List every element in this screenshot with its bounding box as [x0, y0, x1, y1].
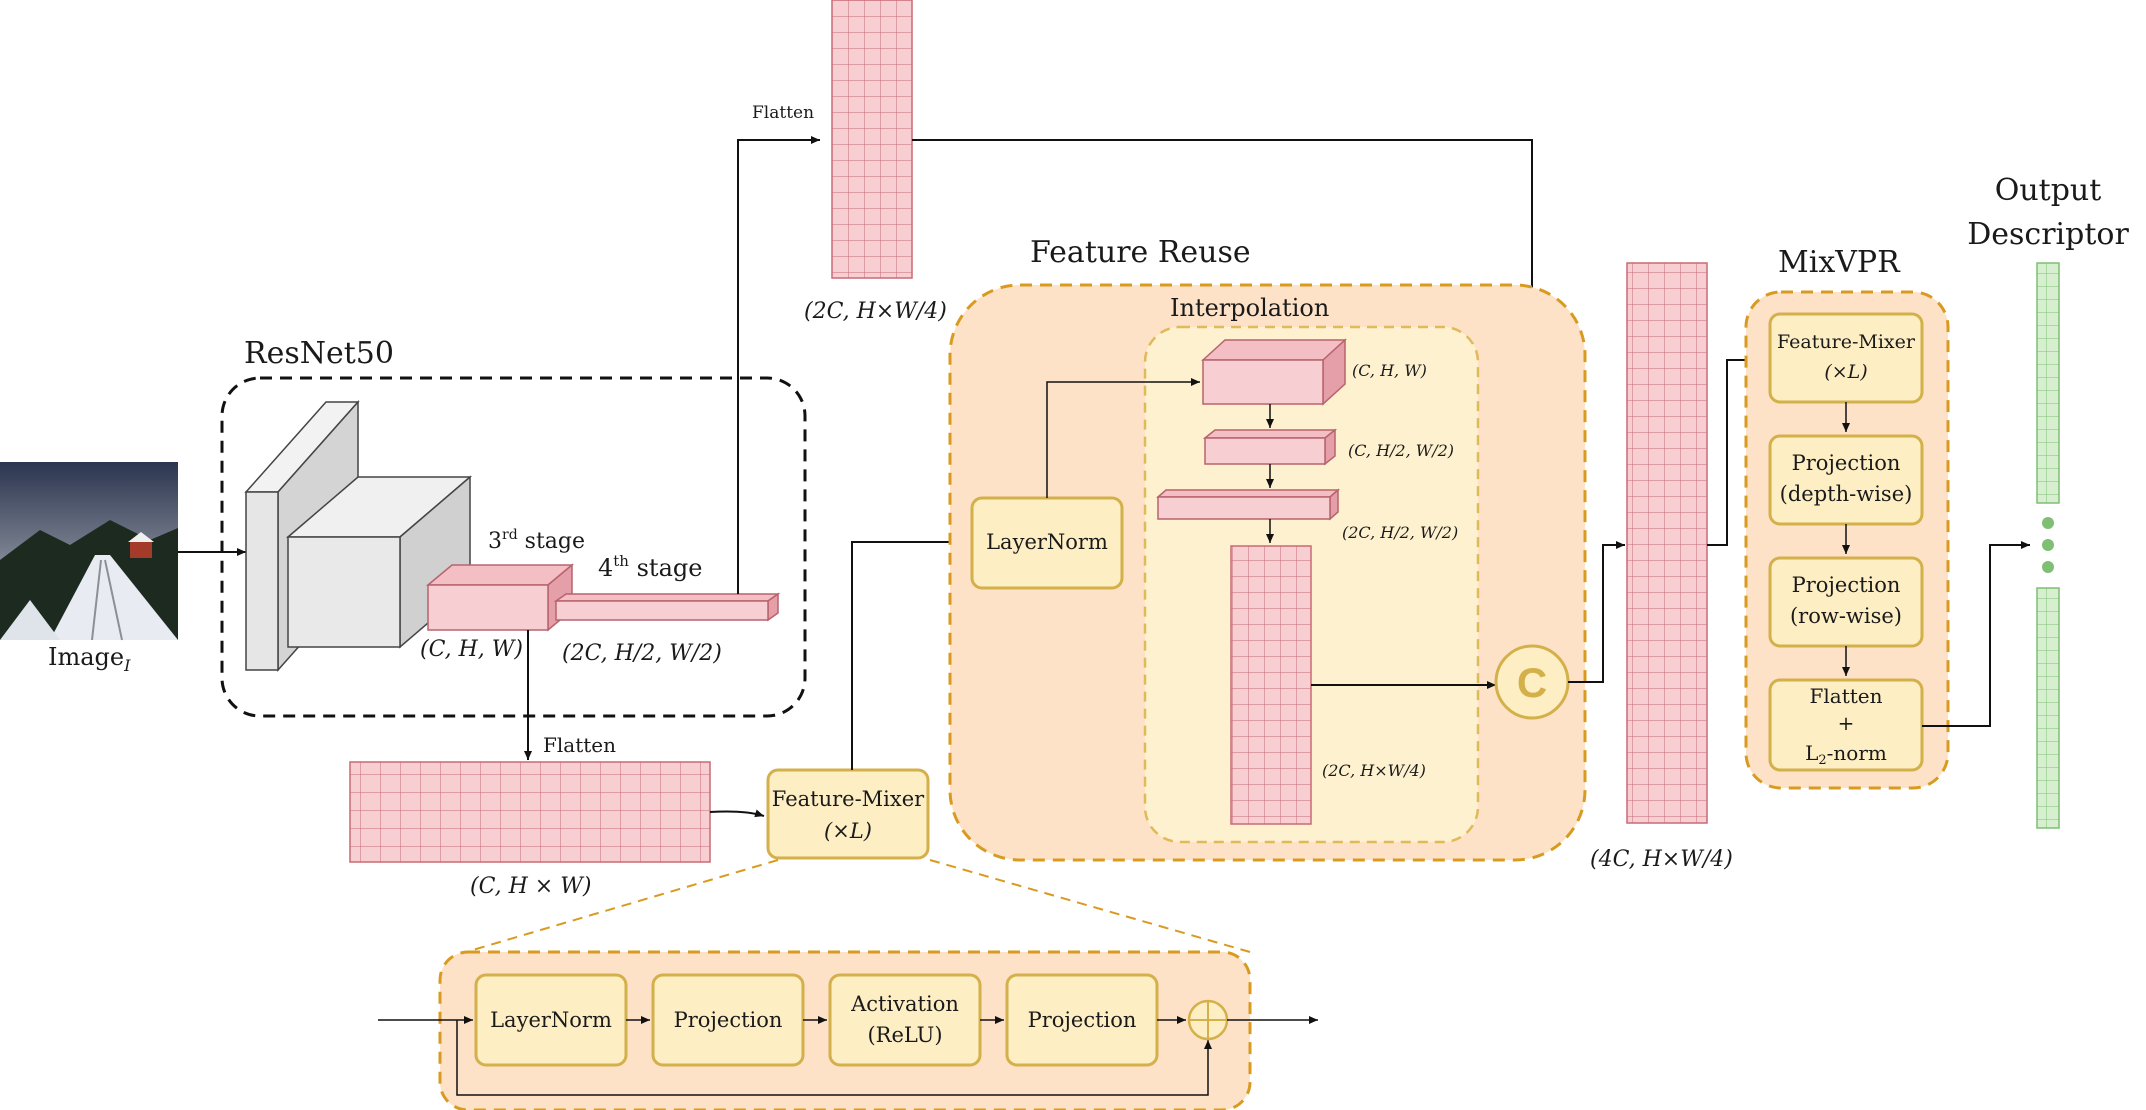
- mixvpr-region: [1744, 290, 1950, 790]
- concat-symbol: C: [1517, 659, 1547, 706]
- mixvpr-projection-rw-sub: (row-wise): [1790, 604, 1902, 628]
- detail-activation-box: Activation (ReLU): [828, 973, 982, 1067]
- feature-mixer-label: Feature-Mixer: [772, 787, 925, 811]
- stage3-block: [425, 563, 575, 632]
- resnet-title: ResNet50: [244, 336, 394, 371]
- mixvpr-feature-mixer-box: Feature-Mixer (×L): [1768, 312, 1924, 404]
- detail-sum-node: [1187, 999, 1229, 1041]
- arrow-detail-skip: [456, 1020, 1212, 1096]
- detail-activation-label: Activation: [850, 992, 959, 1016]
- interp-dim-3: (2C, H/2, W/2): [1342, 523, 1458, 542]
- interp-block-1: [1201, 338, 1347, 406]
- detail-layernorm-box: LayerNorm: [474, 973, 628, 1067]
- stage4-block: [553, 592, 781, 622]
- detail-layernorm-label: LayerNorm: [490, 1008, 612, 1032]
- dim-stage4: (2C, H/2, W/2): [562, 641, 722, 666]
- flatten-top-label: Flatten: [752, 103, 814, 123]
- stage3-label: 3rd stage: [488, 527, 585, 554]
- mixvpr-projection-rw-box: Projection (row-wise): [1768, 556, 1924, 648]
- mixvpr-projection-dw-sub: (depth-wise): [1780, 482, 1913, 506]
- interp-block-3: [1156, 488, 1340, 521]
- feature-mixer-times: (×L): [824, 819, 872, 843]
- image-label: ImageI: [48, 643, 131, 675]
- mixvpr-feature-mixer-label: Feature-Mixer: [1777, 331, 1916, 353]
- mixvpr-flatten-norm-box: Flatten + L2-norm: [1768, 678, 1924, 772]
- mixvpr-projection-dw-label: Projection: [1792, 451, 1901, 475]
- arrow-mixer-to-layernorm: [851, 538, 968, 770]
- concatenated-tensor: [1626, 262, 1708, 824]
- concat-node: C: [1494, 644, 1570, 720]
- detail-activation-sub: (ReLU): [867, 1023, 942, 1047]
- detail-projection-2-label: Projection: [1028, 1008, 1137, 1032]
- layernorm-box: LayerNorm: [970, 496, 1124, 590]
- output-title-line1: Output: [1995, 173, 2102, 208]
- flattened-tensor-top: [831, 0, 913, 279]
- output-ellipsis-dot: [2042, 539, 2054, 551]
- resnet-region: [220, 376, 807, 718]
- mixvpr-projection-dw-box: Projection (depth-wise): [1768, 434, 1924, 526]
- backbone-slab-2: [285, 475, 473, 649]
- arrow-concat-to-tensor: [1568, 541, 1625, 683]
- arrow-layernorm-to-interp: [1046, 378, 1200, 498]
- detail-projection-1-box: Projection: [651, 973, 805, 1067]
- interp-dim-4: (2C, H×W/4): [1322, 761, 1426, 780]
- mixvpr-plus: +: [1838, 711, 1855, 735]
- feature-mixer-box: Feature-Mixer (×L): [766, 768, 930, 860]
- dim-concatenated: (4C, H×W/4): [1590, 847, 1733, 872]
- input-image: [0, 462, 178, 641]
- dim-top-tensor: (2C, H×W/4): [804, 299, 947, 324]
- zoom-line-left: [465, 859, 779, 953]
- interp-tensor-flattened: [1230, 545, 1312, 825]
- arrow-bottom-to-mixer: [709, 809, 765, 818]
- dim-stage3: (C, H, W): [420, 637, 523, 662]
- feature-reuse-title: Feature Reuse: [1030, 235, 1251, 270]
- interp-dim-2: (C, H/2, W/2): [1348, 441, 1454, 460]
- interp-block-2: [1202, 428, 1338, 466]
- output-ellipsis-dot: [2042, 517, 2054, 529]
- mixvpr-projection-rw-label: Projection: [1792, 573, 1901, 597]
- stage4-label: 4th stage: [598, 552, 702, 582]
- detail-projection-2-box: Projection: [1005, 973, 1159, 1067]
- mixvpr-title: MixVPR: [1778, 245, 1901, 280]
- mixvpr-flatten-label: Flatten: [1810, 684, 1883, 708]
- flatten-bottom-label: Flatten: [543, 733, 616, 757]
- output-descriptor-bottom: [2036, 587, 2060, 829]
- mixvpr-feature-mixer-times: (×L): [1824, 361, 1867, 383]
- output-title-line2: Descriptor: [1967, 217, 2129, 252]
- layernorm-label: LayerNorm: [986, 530, 1108, 554]
- interpolation-title: Interpolation: [1170, 294, 1329, 322]
- arrow-stage4-flatten: [737, 136, 820, 594]
- arrow-mixvpr-to-output: [1922, 541, 2030, 727]
- output-descriptor-top: [2036, 262, 2060, 504]
- output-ellipsis-dot: [2042, 561, 2054, 573]
- zoom-line-right: [929, 859, 1251, 953]
- mixvpr-l2-label: L2-norm: [1805, 741, 1887, 768]
- dim-bottom-tensor: (C, H × W): [470, 874, 591, 899]
- detail-projection-1-label: Projection: [674, 1008, 783, 1032]
- interp-dim-1: (C, H, W): [1352, 361, 1427, 380]
- flattened-tensor-bottom: [349, 761, 711, 863]
